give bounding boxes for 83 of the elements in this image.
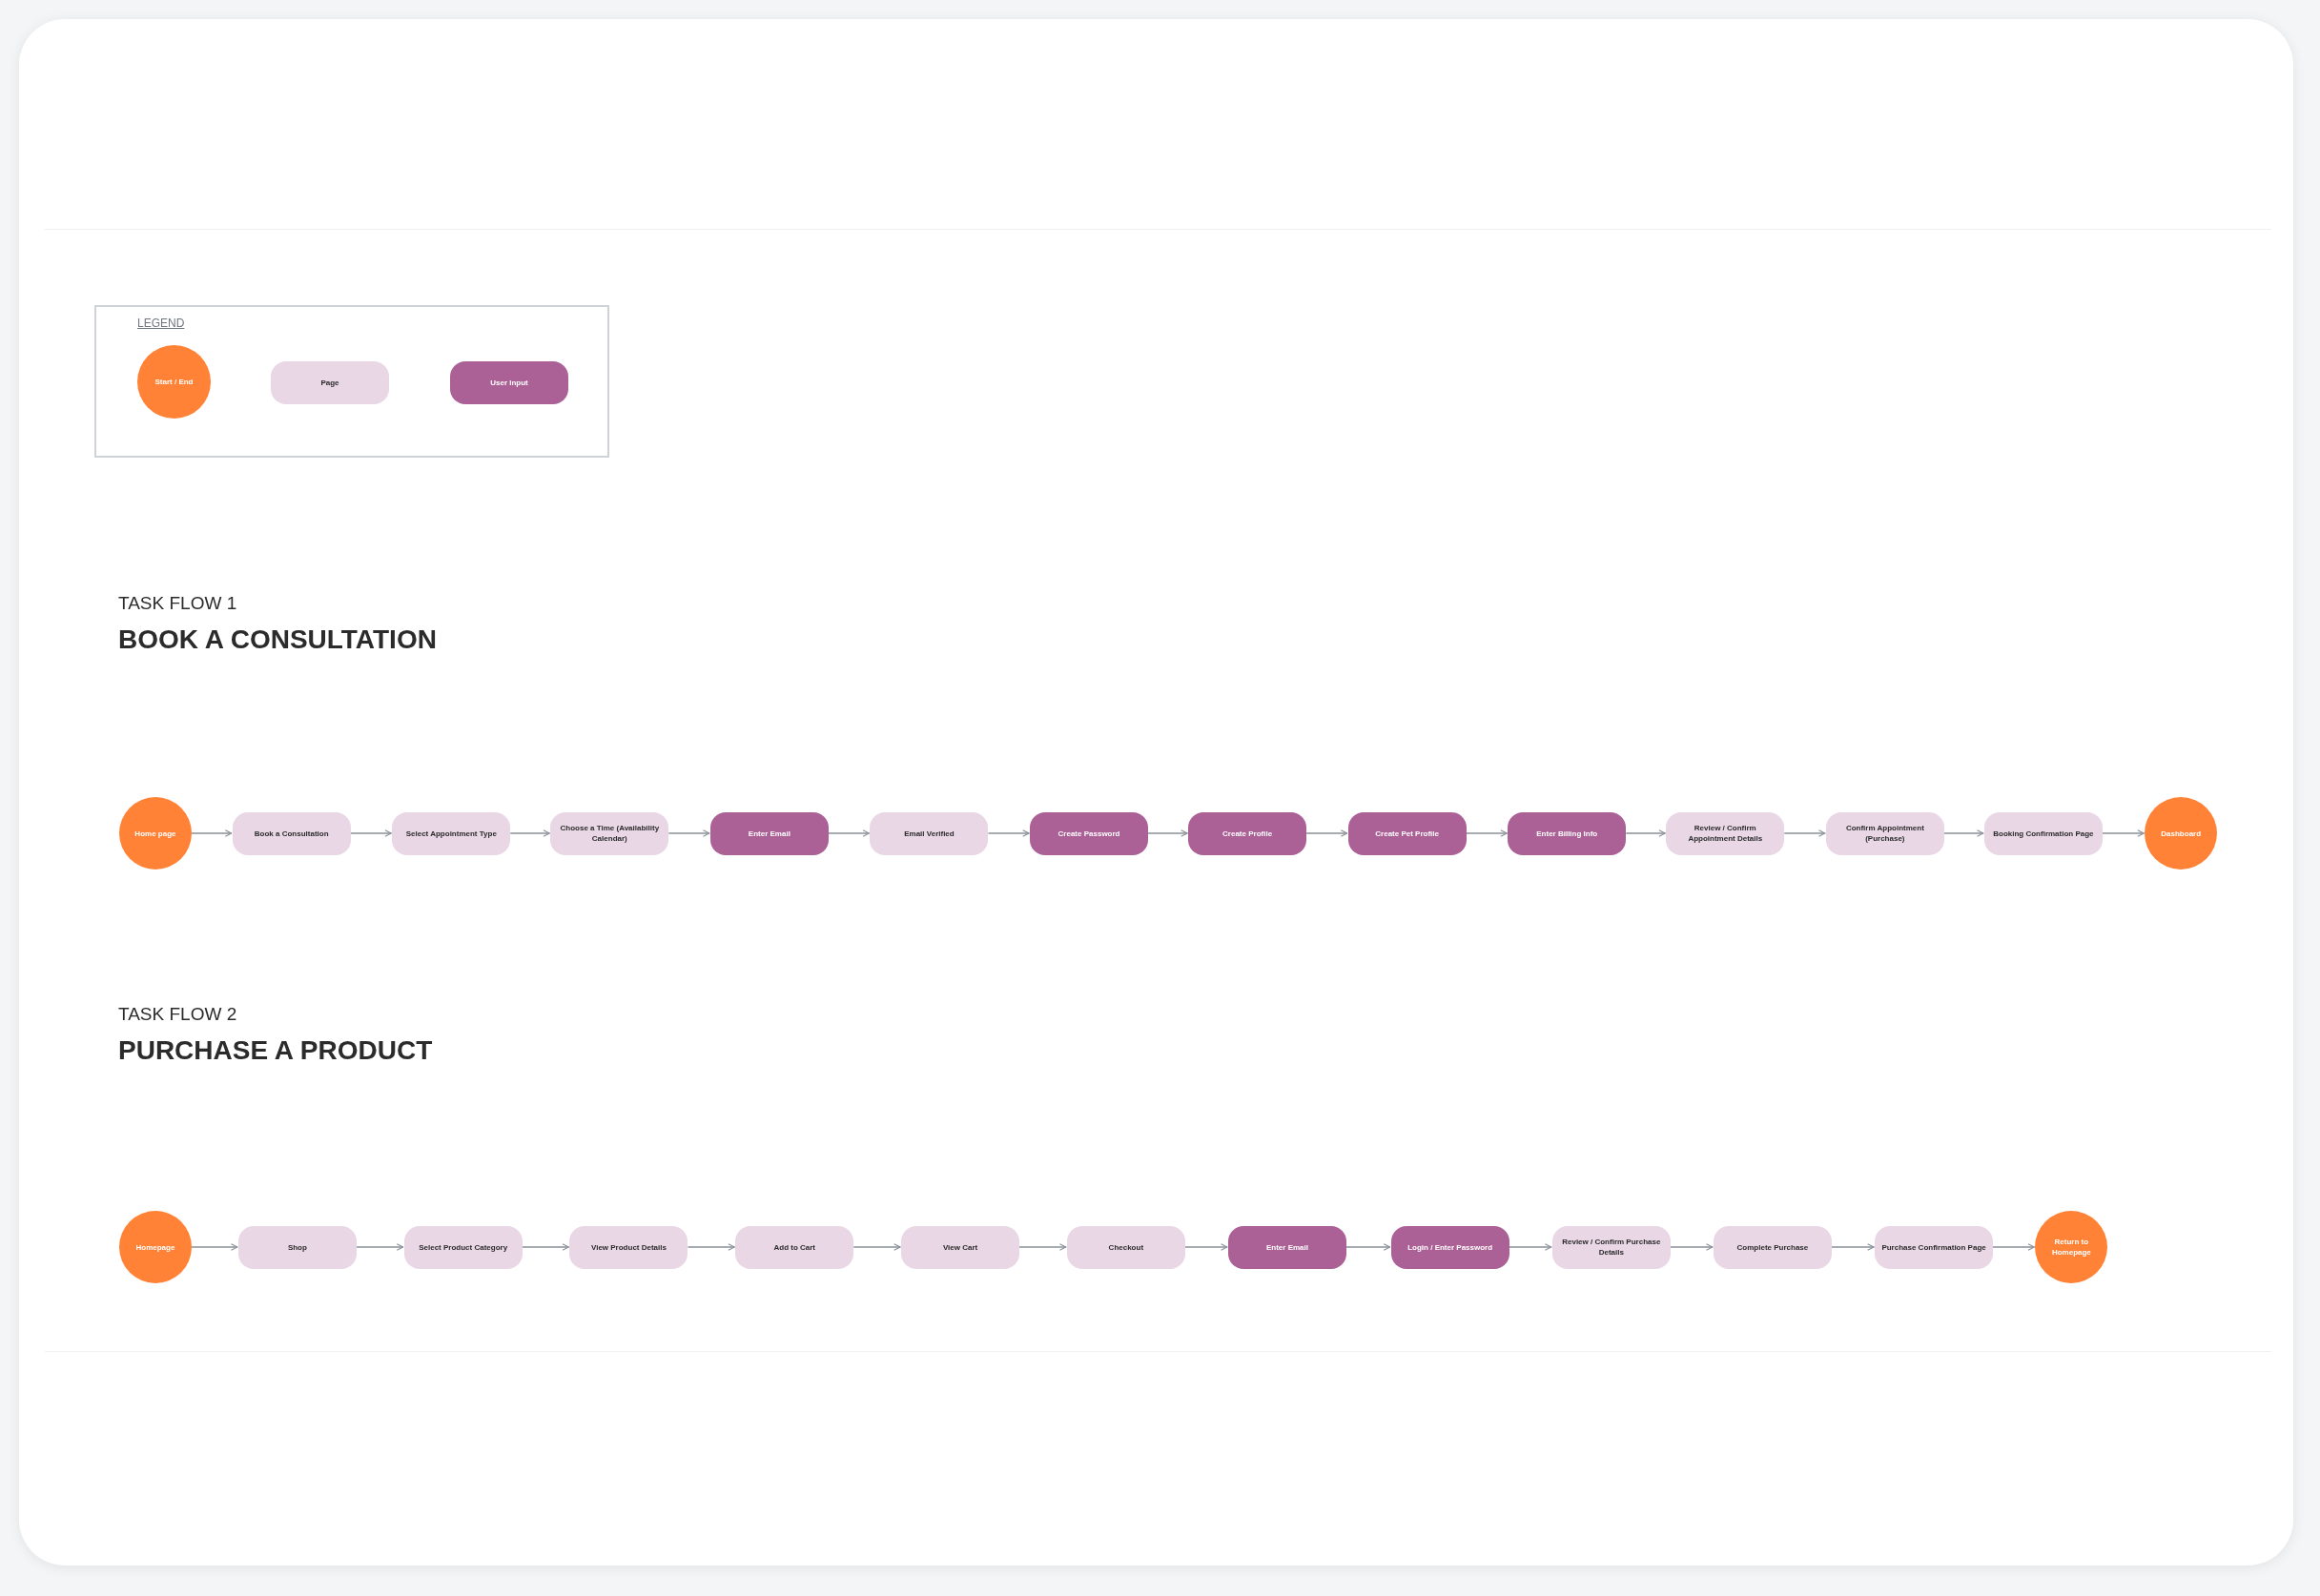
node-label: Home page	[134, 828, 176, 839]
user-input-box	[1188, 811, 1307, 855]
page-box	[392, 811, 511, 855]
arrow	[1943, 829, 1984, 837]
page-box	[735, 1225, 854, 1269]
page-box	[232, 811, 351, 855]
arrow	[1184, 1243, 1228, 1251]
arrow	[1305, 829, 1348, 837]
node-label: Enter Email	[1265, 1241, 1308, 1253]
node-label: Purchase Confirmation Page	[1881, 1241, 1986, 1253]
node-label: Add to Cart	[773, 1241, 816, 1253]
arrow	[1992, 1243, 2036, 1251]
legend-label: Start / End	[154, 378, 194, 386]
node-label: Homepage	[135, 1241, 175, 1253]
arrow	[191, 829, 233, 837]
user-input-box	[1508, 811, 1627, 855]
node-label: Checkout	[1108, 1241, 1144, 1253]
node-label: Create Profile	[1222, 828, 1273, 839]
arrow	[1147, 829, 1188, 837]
arrow	[191, 1243, 238, 1251]
page-box	[403, 1225, 523, 1269]
page-box	[237, 1225, 357, 1269]
page-box	[1875, 1225, 1994, 1269]
user-input-box	[1030, 811, 1149, 855]
node-label: Enter Billing Info	[1536, 828, 1598, 839]
page-box	[870, 811, 989, 855]
page-box	[569, 1225, 688, 1269]
node-label: View Product Details	[590, 1241, 667, 1253]
arrow	[667, 829, 710, 837]
arrow	[987, 829, 1030, 837]
node-label: Dashboard	[2161, 828, 2202, 839]
page-box	[1825, 811, 1944, 855]
node-label: Shop	[287, 1241, 307, 1253]
arrow	[356, 1243, 404, 1251]
arrow	[1783, 829, 1826, 837]
page-box	[1983, 811, 2103, 855]
node-label: Booking Confirmation Page	[1993, 828, 2094, 839]
node-label: Choose a Time (Availability Calendar)	[559, 823, 661, 844]
page-box	[901, 1225, 1020, 1269]
page-box	[1551, 1225, 1671, 1269]
section-label: TASK FLOW 2	[118, 1004, 237, 1025]
user-input-box	[709, 811, 829, 855]
arrow	[687, 1243, 735, 1251]
arrow	[828, 829, 871, 837]
arrow	[2102, 829, 2145, 837]
arrow	[509, 829, 550, 837]
node-label: Review / Confirm Appointment Details	[1687, 823, 1764, 844]
arrow	[1466, 829, 1508, 837]
node-label: View Cart	[942, 1241, 978, 1253]
section-heading: BOOK A CONSULTATION	[118, 624, 437, 655]
node-label: Create Pet Profile	[1375, 828, 1439, 839]
node-label: Select Appointment Type	[405, 828, 497, 839]
section-label: TASK FLOW 1	[118, 593, 237, 614]
legend-label: User Input	[490, 379, 528, 387]
section-heading: PURCHASE A PRODUCT	[118, 1035, 433, 1066]
node-label: Return to Homepage	[2050, 1237, 2092, 1258]
user-input-box	[1390, 1225, 1509, 1269]
node-label: Book a Consultation	[254, 828, 329, 839]
arrow	[1831, 1243, 1875, 1251]
arrow	[1625, 829, 1666, 837]
user-input-box	[1227, 1225, 1346, 1269]
page-box	[550, 811, 669, 855]
arrow	[1670, 1243, 1714, 1251]
user-input-box	[1347, 811, 1467, 855]
page-box	[1713, 1225, 1832, 1269]
node-label: Login / Enter Password	[1407, 1241, 1493, 1253]
node-label: Complete Purchase	[1736, 1241, 1809, 1253]
arrow	[1018, 1243, 1067, 1251]
arrow	[522, 1243, 570, 1251]
page-box	[1066, 1225, 1185, 1269]
node-label: Confirm Appointment (Purchase)	[1844, 823, 1925, 844]
legend-heading: LEGEND	[137, 317, 185, 330]
node-label: Review / Confirm Purchase Details	[1561, 1237, 1662, 1258]
node-label: Create Password	[1057, 828, 1120, 839]
node-label: Enter Email	[748, 828, 790, 839]
arrow	[1345, 1243, 1391, 1251]
legend-label: Page	[320, 379, 339, 387]
arrow	[1509, 1243, 1552, 1251]
node-label: Select Product Category	[419, 1241, 508, 1253]
node-label: Email Verified	[904, 828, 955, 839]
arrow	[852, 1243, 901, 1251]
arrow	[350, 829, 392, 837]
page-box	[1666, 811, 1785, 855]
